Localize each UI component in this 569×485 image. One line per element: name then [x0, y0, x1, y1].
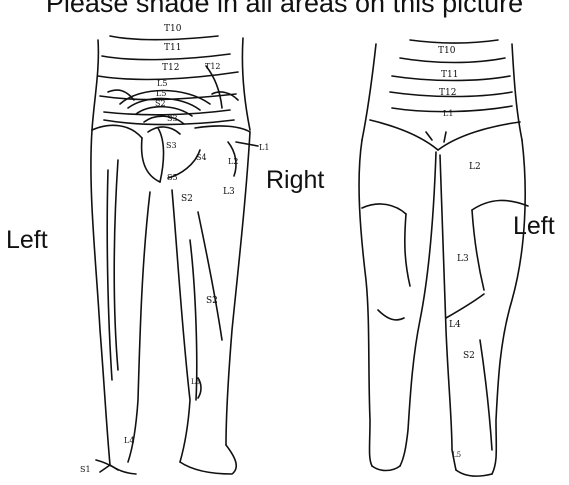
dermatome-label: S3 — [166, 141, 177, 150]
front-view-figure — [359, 40, 528, 476]
dermatome-label: S5 — [167, 173, 178, 182]
dermatome-label: S2 — [155, 99, 166, 108]
dermatome-label: L4 — [449, 320, 461, 330]
dermatome-label: S4 — [196, 153, 207, 162]
dermatome-label: L1 — [443, 109, 453, 118]
dermatome-label: L5 — [191, 378, 200, 386]
dermatome-label: L2 — [469, 162, 481, 172]
dermatome-label: L3 — [457, 254, 469, 264]
dermatome-label: L5 — [452, 451, 461, 459]
dermatome-label: S2 — [181, 194, 193, 204]
dermatome-label: L1 — [259, 143, 269, 152]
dermatome-label: S2 — [463, 351, 475, 361]
dermatome-label: T10 — [438, 46, 456, 56]
dermatome-label: T11 — [441, 70, 458, 80]
dermatome-label: L4 — [124, 436, 134, 445]
back-view-figure — [91, 36, 258, 474]
dermatome-label: T12 — [162, 63, 179, 73]
dermatome-label: S3 — [167, 114, 178, 123]
front-view-labels: T10 T11 T12 L1 L2 L3 L4 S2 L5 — [438, 46, 481, 459]
dermatome-label: L5 — [157, 79, 167, 88]
dermatome-label: T12 — [205, 62, 221, 71]
dermatome-label: T10 — [164, 24, 182, 34]
dermatome-label: L3 — [223, 187, 235, 197]
dermatome-label: L5 — [156, 89, 166, 98]
dermatome-label: S2 — [206, 296, 218, 306]
dermatome-label: L2 — [228, 157, 238, 166]
dermatome-label: S1 — [80, 465, 91, 474]
dermatome-label: T12 — [439, 88, 456, 98]
dermatome-label: T11 — [164, 43, 181, 53]
